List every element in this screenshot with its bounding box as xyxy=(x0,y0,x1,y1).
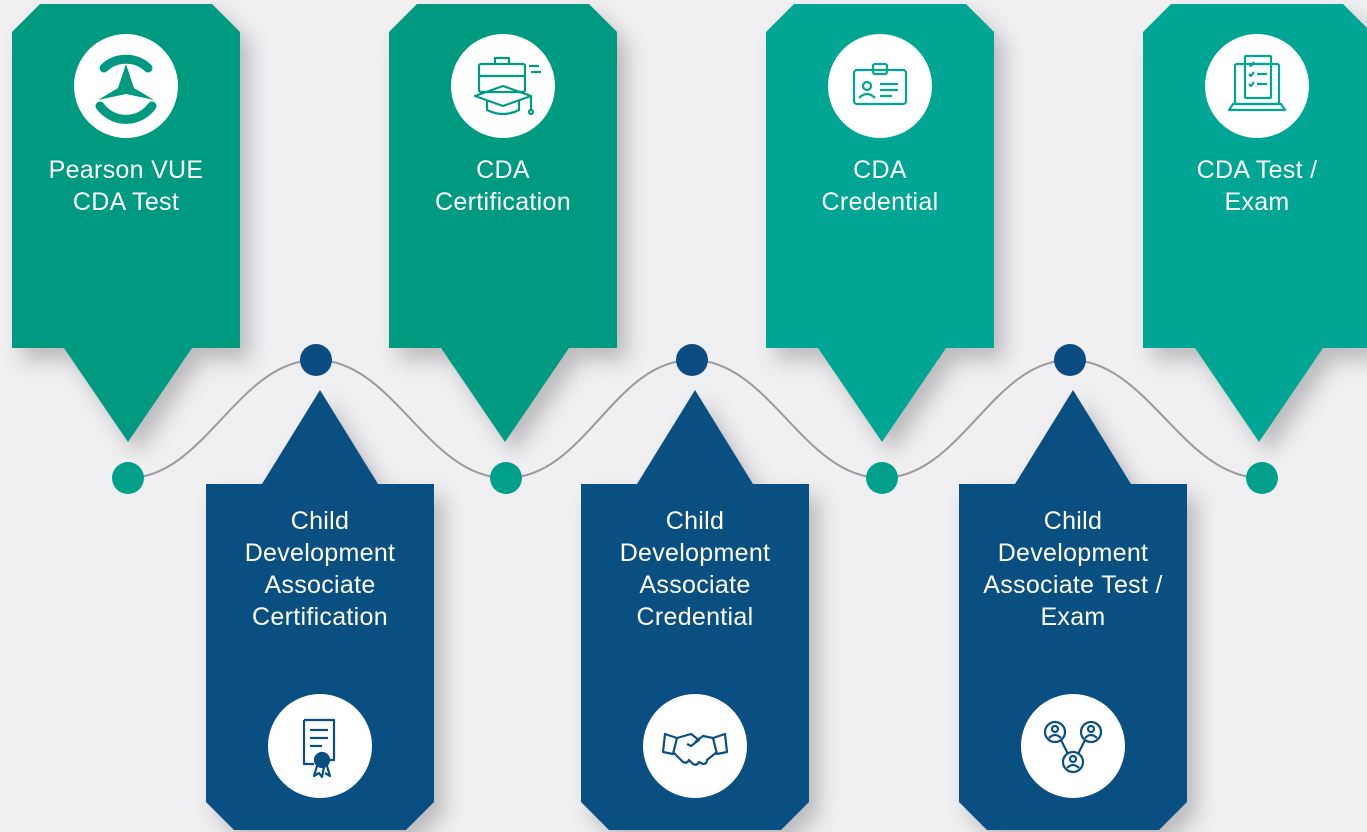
id-badge-icon xyxy=(828,34,932,138)
timeline-node-teal xyxy=(866,462,898,494)
certificate-ribbon-icon xyxy=(268,694,372,798)
briefcase-graduation-cap-icon xyxy=(451,34,555,138)
bottom-card-cda-credential: Child Development Associate Credential xyxy=(581,390,809,832)
timeline-node-blue xyxy=(300,344,332,376)
handshake-icon xyxy=(643,694,747,798)
laptop-checklist-icon xyxy=(1205,34,1309,138)
card-title: Pearson VUE CDA Test xyxy=(48,156,204,216)
timeline-node-teal xyxy=(490,462,522,494)
card-title: CDA Credential xyxy=(821,156,939,216)
people-network-icon xyxy=(1021,694,1125,798)
bottom-card-cda-test-exam: Child Development Associate Test / Exam xyxy=(959,390,1187,832)
timeline-node-teal xyxy=(1246,462,1278,494)
card-title: CDA Certification xyxy=(435,156,571,216)
pearson-logo-icon xyxy=(74,34,178,138)
timeline-node-blue xyxy=(676,344,708,376)
card-title: Child Development Associate Certificatio… xyxy=(244,507,396,631)
bottom-card-cda-certification: Child Development Associate Certificatio… xyxy=(206,390,434,832)
card-title: Child Development Associate Test / Exam xyxy=(983,507,1163,631)
card-title: Child Development Associate Credential xyxy=(619,507,771,631)
card-title: CDA Test / Exam xyxy=(1196,156,1318,216)
timeline-node-teal xyxy=(112,462,144,494)
timeline-node-blue xyxy=(1054,344,1086,376)
